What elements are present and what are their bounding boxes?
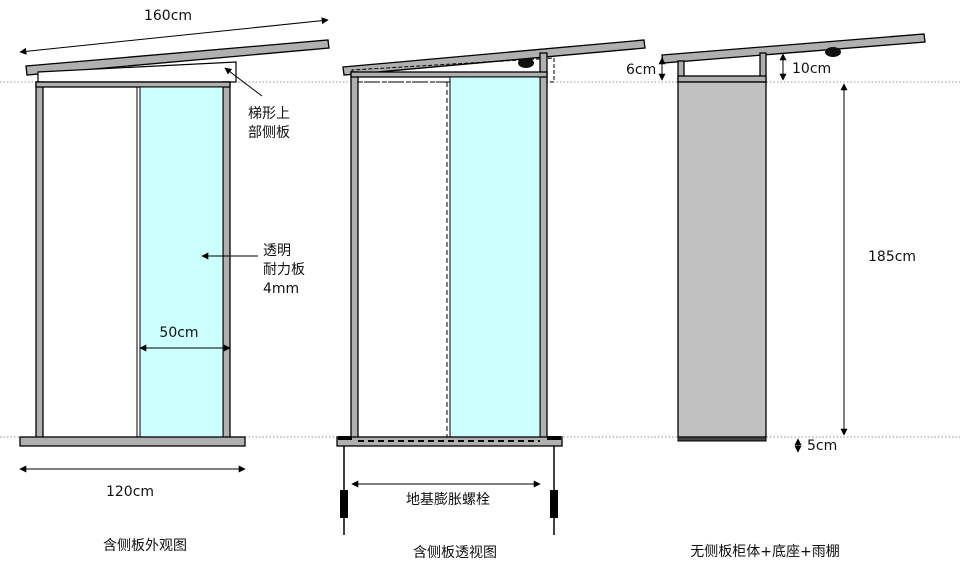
cabinet-view: 6cm 10cm 185cm 5cm 无侧板柜体+底座+雨棚 — [626, 33, 926, 560]
cabinet-caption: 无侧板柜体+底座+雨棚 — [690, 544, 839, 560]
cabinet-base — [677, 436, 767, 442]
expansion-bolt-label: 地基膨胀螺栓 — [406, 491, 490, 508]
perspective-view: 地基膨胀螺栓 含侧板透视图 — [336, 39, 646, 561]
base-height-label: 5cm — [807, 438, 837, 454]
transparent-panel-label: 透明 耐力板 4mm — [263, 243, 309, 297]
roof-panel — [342, 39, 646, 76]
top-beam — [35, 81, 231, 88]
roof-panel — [661, 33, 926, 64]
rain-sensor-icon — [518, 58, 534, 68]
cabinet-body — [677, 81, 767, 438]
roof-panel — [25, 39, 330, 76]
body-height-label: 185cm — [868, 249, 916, 265]
exterior-caption: 含侧板外观图 — [103, 538, 187, 554]
base-width-label: 120cm — [106, 484, 154, 500]
roof-length-dimension — [19, 17, 329, 55]
expansion-bolt-left — [340, 446, 348, 535]
right-post — [539, 52, 548, 439]
front-post-label: 6cm — [626, 62, 656, 78]
left-post — [350, 71, 359, 439]
rear-post-label: 10cm — [792, 61, 831, 77]
right-post — [222, 81, 231, 439]
top-beam — [350, 71, 548, 78]
roof-length-label: 160cm — [144, 8, 192, 24]
rain-sensor-icon — [825, 47, 841, 57]
expansion-bolt-right — [550, 446, 558, 535]
base-plate — [19, 436, 246, 447]
transparent-panel — [139, 86, 224, 438]
panel-width-label: 50cm — [159, 325, 198, 341]
perspective-caption: 含侧板透视图 — [413, 545, 497, 561]
exterior-view: 160cm 梯形上 部侧板 透明 耐力板 4mm 50cm 1 — [19, 8, 330, 554]
top-beam — [677, 75, 767, 83]
trapezoid-panel-label: 梯形上 部侧板 — [248, 106, 294, 141]
left-post — [35, 81, 44, 439]
transparent-panel — [449, 76, 541, 438]
